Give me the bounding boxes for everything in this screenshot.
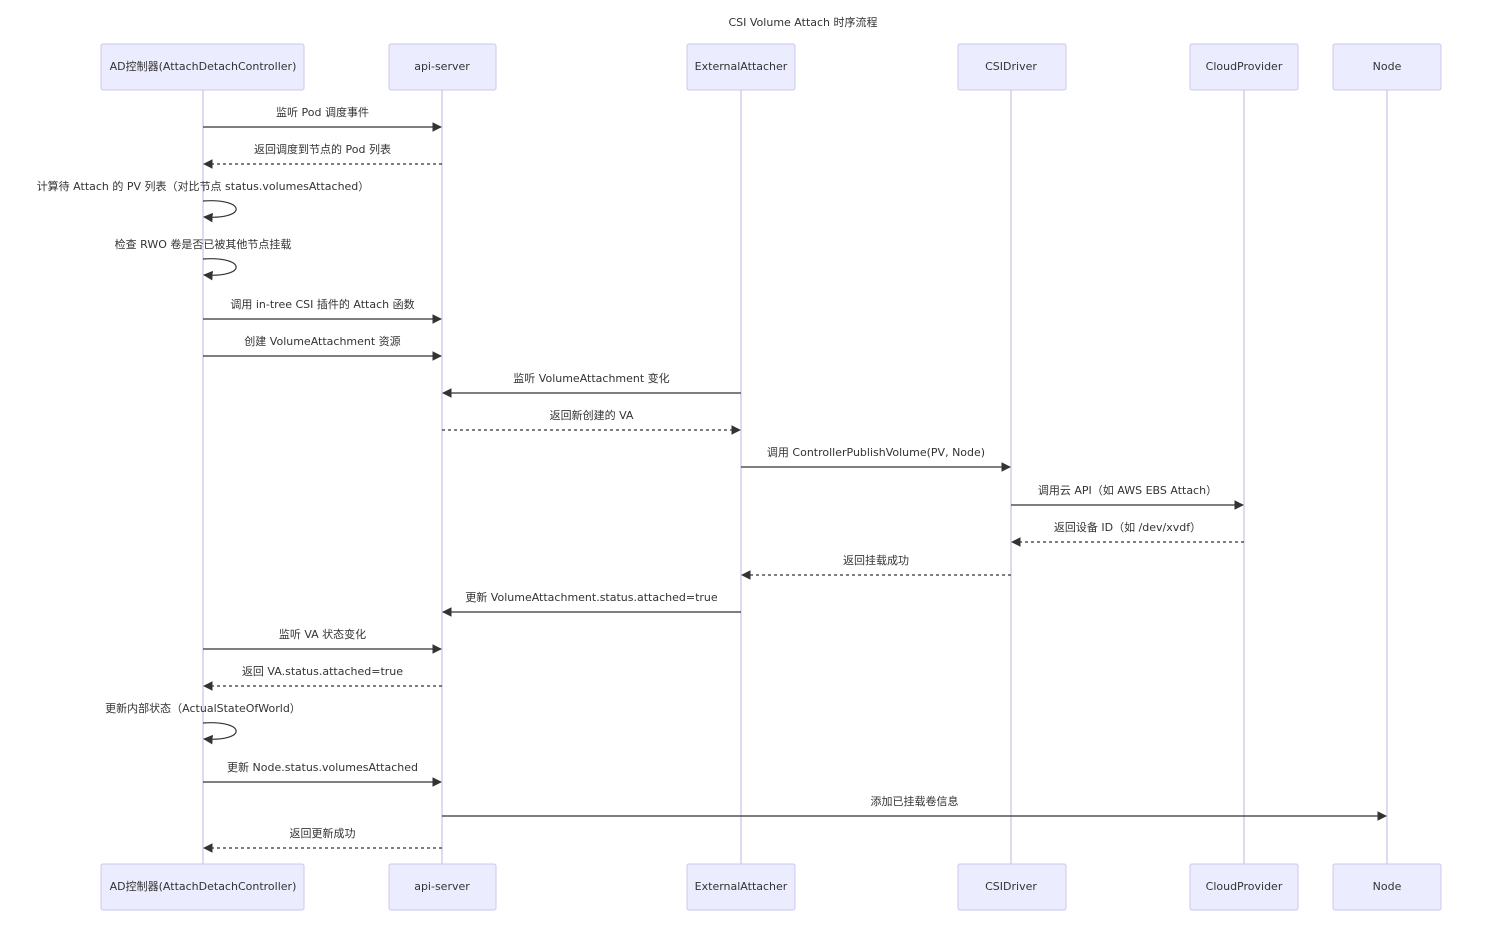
actor-box	[1189, 863, 1299, 911]
actor-label: Node	[1373, 60, 1402, 73]
actor-node-top: Node	[1332, 43, 1442, 91]
actor-box	[100, 43, 305, 91]
message-19: 返回更新成功	[203, 826, 442, 853]
message-15: 返回 VA.status.attached=true	[203, 665, 442, 691]
message-9: 调用 ControllerPublishVolume(PV, Node)	[741, 446, 1011, 472]
actor-ad-bottom: AD控制器(AttachDetachController)	[100, 863, 305, 911]
message-label: 返回更新成功	[290, 826, 356, 840]
message-label: 返回挂载成功	[843, 553, 909, 567]
actor-box	[1189, 43, 1299, 91]
actor-label: AD控制器(AttachDetachController)	[110, 59, 297, 73]
actor-ea-bottom: ExternalAttacher	[686, 863, 796, 911]
message-label: 监听 VolumeAttachment 变化	[513, 371, 669, 385]
message-label: 更新内部状态（ActualStateOfWorld）	[105, 701, 301, 715]
actor-box	[686, 43, 796, 91]
actor-box	[686, 863, 796, 911]
actor-label: api-server	[414, 60, 470, 73]
actor-cloud-top: CloudProvider	[1189, 43, 1299, 91]
actor-label: CloudProvider	[1206, 60, 1283, 73]
message-label: 计算待 Attach 的 PV 列表（对比节点 status.volumesAt…	[37, 179, 370, 193]
message-label: 调用云 API（如 AWS EBS Attach）	[1038, 483, 1217, 497]
actor-label: CSIDriver	[985, 60, 1037, 73]
message-4: 检查 RWO 卷是否已被其他节点挂载	[115, 237, 292, 281]
message-14: 监听 VA 状态变化	[203, 627, 442, 654]
actor-label: ExternalAttacher	[695, 60, 788, 73]
message-17: 更新 Node.status.volumesAttached	[203, 760, 442, 787]
actor-csi-top: CSIDriver	[957, 43, 1067, 91]
message-2: 返回调度到节点的 Pod 列表	[203, 142, 442, 169]
actor-api-bottom: api-server	[388, 863, 497, 911]
message-7: 监听 VolumeAttachment 变化	[442, 371, 741, 398]
message-label: 创建 VolumeAttachment 资源	[244, 334, 400, 348]
self-message-arrow	[202, 200, 237, 223]
actor-box	[957, 863, 1067, 911]
message-18: 添加已挂载卷信息	[442, 794, 1387, 821]
message-label: 返回 VA.status.attached=true	[242, 665, 403, 678]
message-10: 调用云 API（如 AWS EBS Attach）	[1011, 483, 1244, 510]
actor-node-bottom: Node	[1332, 863, 1442, 911]
message-6: 创建 VolumeAttachment 资源	[203, 334, 442, 361]
message-11: 返回设备 ID（如 /dev/xvdf）	[1011, 520, 1244, 547]
message-label: 返回新创建的 VA	[550, 408, 634, 422]
actor-api-top: api-server	[388, 43, 497, 91]
actor-ad-top: AD控制器(AttachDetachController)	[100, 43, 305, 91]
self-message-arrow	[202, 258, 237, 281]
actor-csi-bottom: CSIDriver	[957, 863, 1067, 911]
message-13: 更新 VolumeAttachment.status.attached=true	[442, 590, 741, 617]
actor-label: AD控制器(AttachDetachController)	[110, 879, 297, 893]
message-12: 返回挂载成功	[741, 553, 1011, 580]
message-label: 监听 Pod 调度事件	[276, 105, 369, 119]
message-label: 更新 VolumeAttachment.status.attached=true	[465, 590, 718, 604]
message-label: 添加已挂载卷信息	[871, 794, 959, 808]
message-8: 返回新创建的 VA	[442, 408, 741, 435]
actor-box	[957, 43, 1067, 91]
self-message-arrow	[202, 722, 237, 745]
message-label: 检查 RWO 卷是否已被其他节点挂载	[115, 237, 292, 251]
message-label: 返回调度到节点的 Pod 列表	[254, 142, 391, 156]
actor-box	[100, 863, 305, 911]
actor-box	[388, 43, 497, 91]
message-5: 调用 in-tree CSI 插件的 Attach 函数	[203, 297, 442, 324]
lifelines	[202, 90, 1388, 864]
message-label: 监听 VA 状态变化	[279, 627, 366, 641]
actor-box	[1332, 43, 1442, 91]
actors-bottom: AD控制器(AttachDetachController) api-server E…	[100, 863, 1442, 911]
actors-top: AD控制器(AttachDetachController) api-server E…	[100, 43, 1442, 91]
actor-label: api-server	[414, 880, 470, 893]
actor-label: Node	[1373, 880, 1402, 893]
actor-cloud-bottom: CloudProvider	[1189, 863, 1299, 911]
message-label: 更新 Node.status.volumesAttached	[227, 760, 418, 774]
actor-label: ExternalAttacher	[695, 880, 788, 893]
message-label: 调用 in-tree CSI 插件的 Attach 函数	[230, 297, 414, 311]
diagram-title: CSI Volume Attach 时序流程	[728, 15, 877, 29]
actor-ea-top: ExternalAttacher	[686, 43, 796, 91]
message-1: 监听 Pod 调度事件	[203, 105, 442, 132]
actor-box	[1332, 863, 1442, 911]
actor-box	[388, 863, 497, 911]
message-label: 返回设备 ID（如 /dev/xvdf）	[1054, 520, 1201, 534]
message-3: 计算待 Attach 的 PV 列表（对比节点 status.volumesAt…	[37, 179, 370, 223]
message-16: 更新内部状态（ActualStateOfWorld）	[105, 701, 301, 745]
actor-label: CloudProvider	[1206, 880, 1283, 893]
message-label: 调用 ControllerPublishVolume(PV, Node)	[767, 446, 985, 459]
actor-label: CSIDriver	[985, 880, 1037, 893]
